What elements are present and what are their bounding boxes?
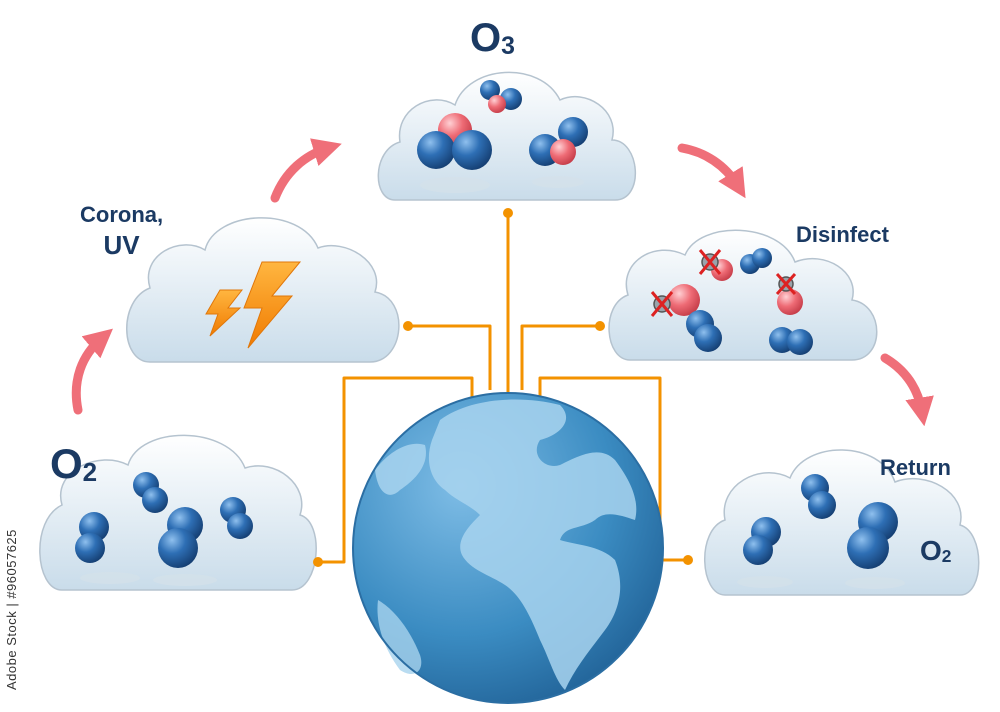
oxygen-molecules-return (737, 474, 905, 589)
virus-icon (650, 249, 797, 317)
lightning-icon (205, 261, 302, 349)
oxygen-molecules-left (75, 472, 253, 586)
label-corona: Corona, (80, 202, 164, 227)
label-uv: UV (103, 230, 140, 260)
label-corona-uv: Corona, UV (80, 200, 163, 260)
ozone-molecules (417, 80, 588, 193)
cycle-arrow-icon (71, 138, 934, 427)
label-o3: O3 (470, 16, 515, 60)
connection-wires (318, 213, 688, 564)
cloud-o2-return (704, 449, 980, 596)
disinfect-molecules (668, 248, 813, 355)
globe-icon (352, 392, 664, 704)
stock-watermark-id: Adobe Stock | #96057625 (4, 529, 19, 690)
label-return: Return (880, 455, 951, 480)
label-o2-left: O2 (50, 440, 98, 488)
cloud-o3 (377, 71, 637, 201)
label-disinfect: Disinfect (796, 222, 889, 247)
label-o2-return: O2 (920, 535, 952, 567)
cloud-disinfect (608, 229, 878, 361)
wire-endpoints (313, 208, 693, 567)
